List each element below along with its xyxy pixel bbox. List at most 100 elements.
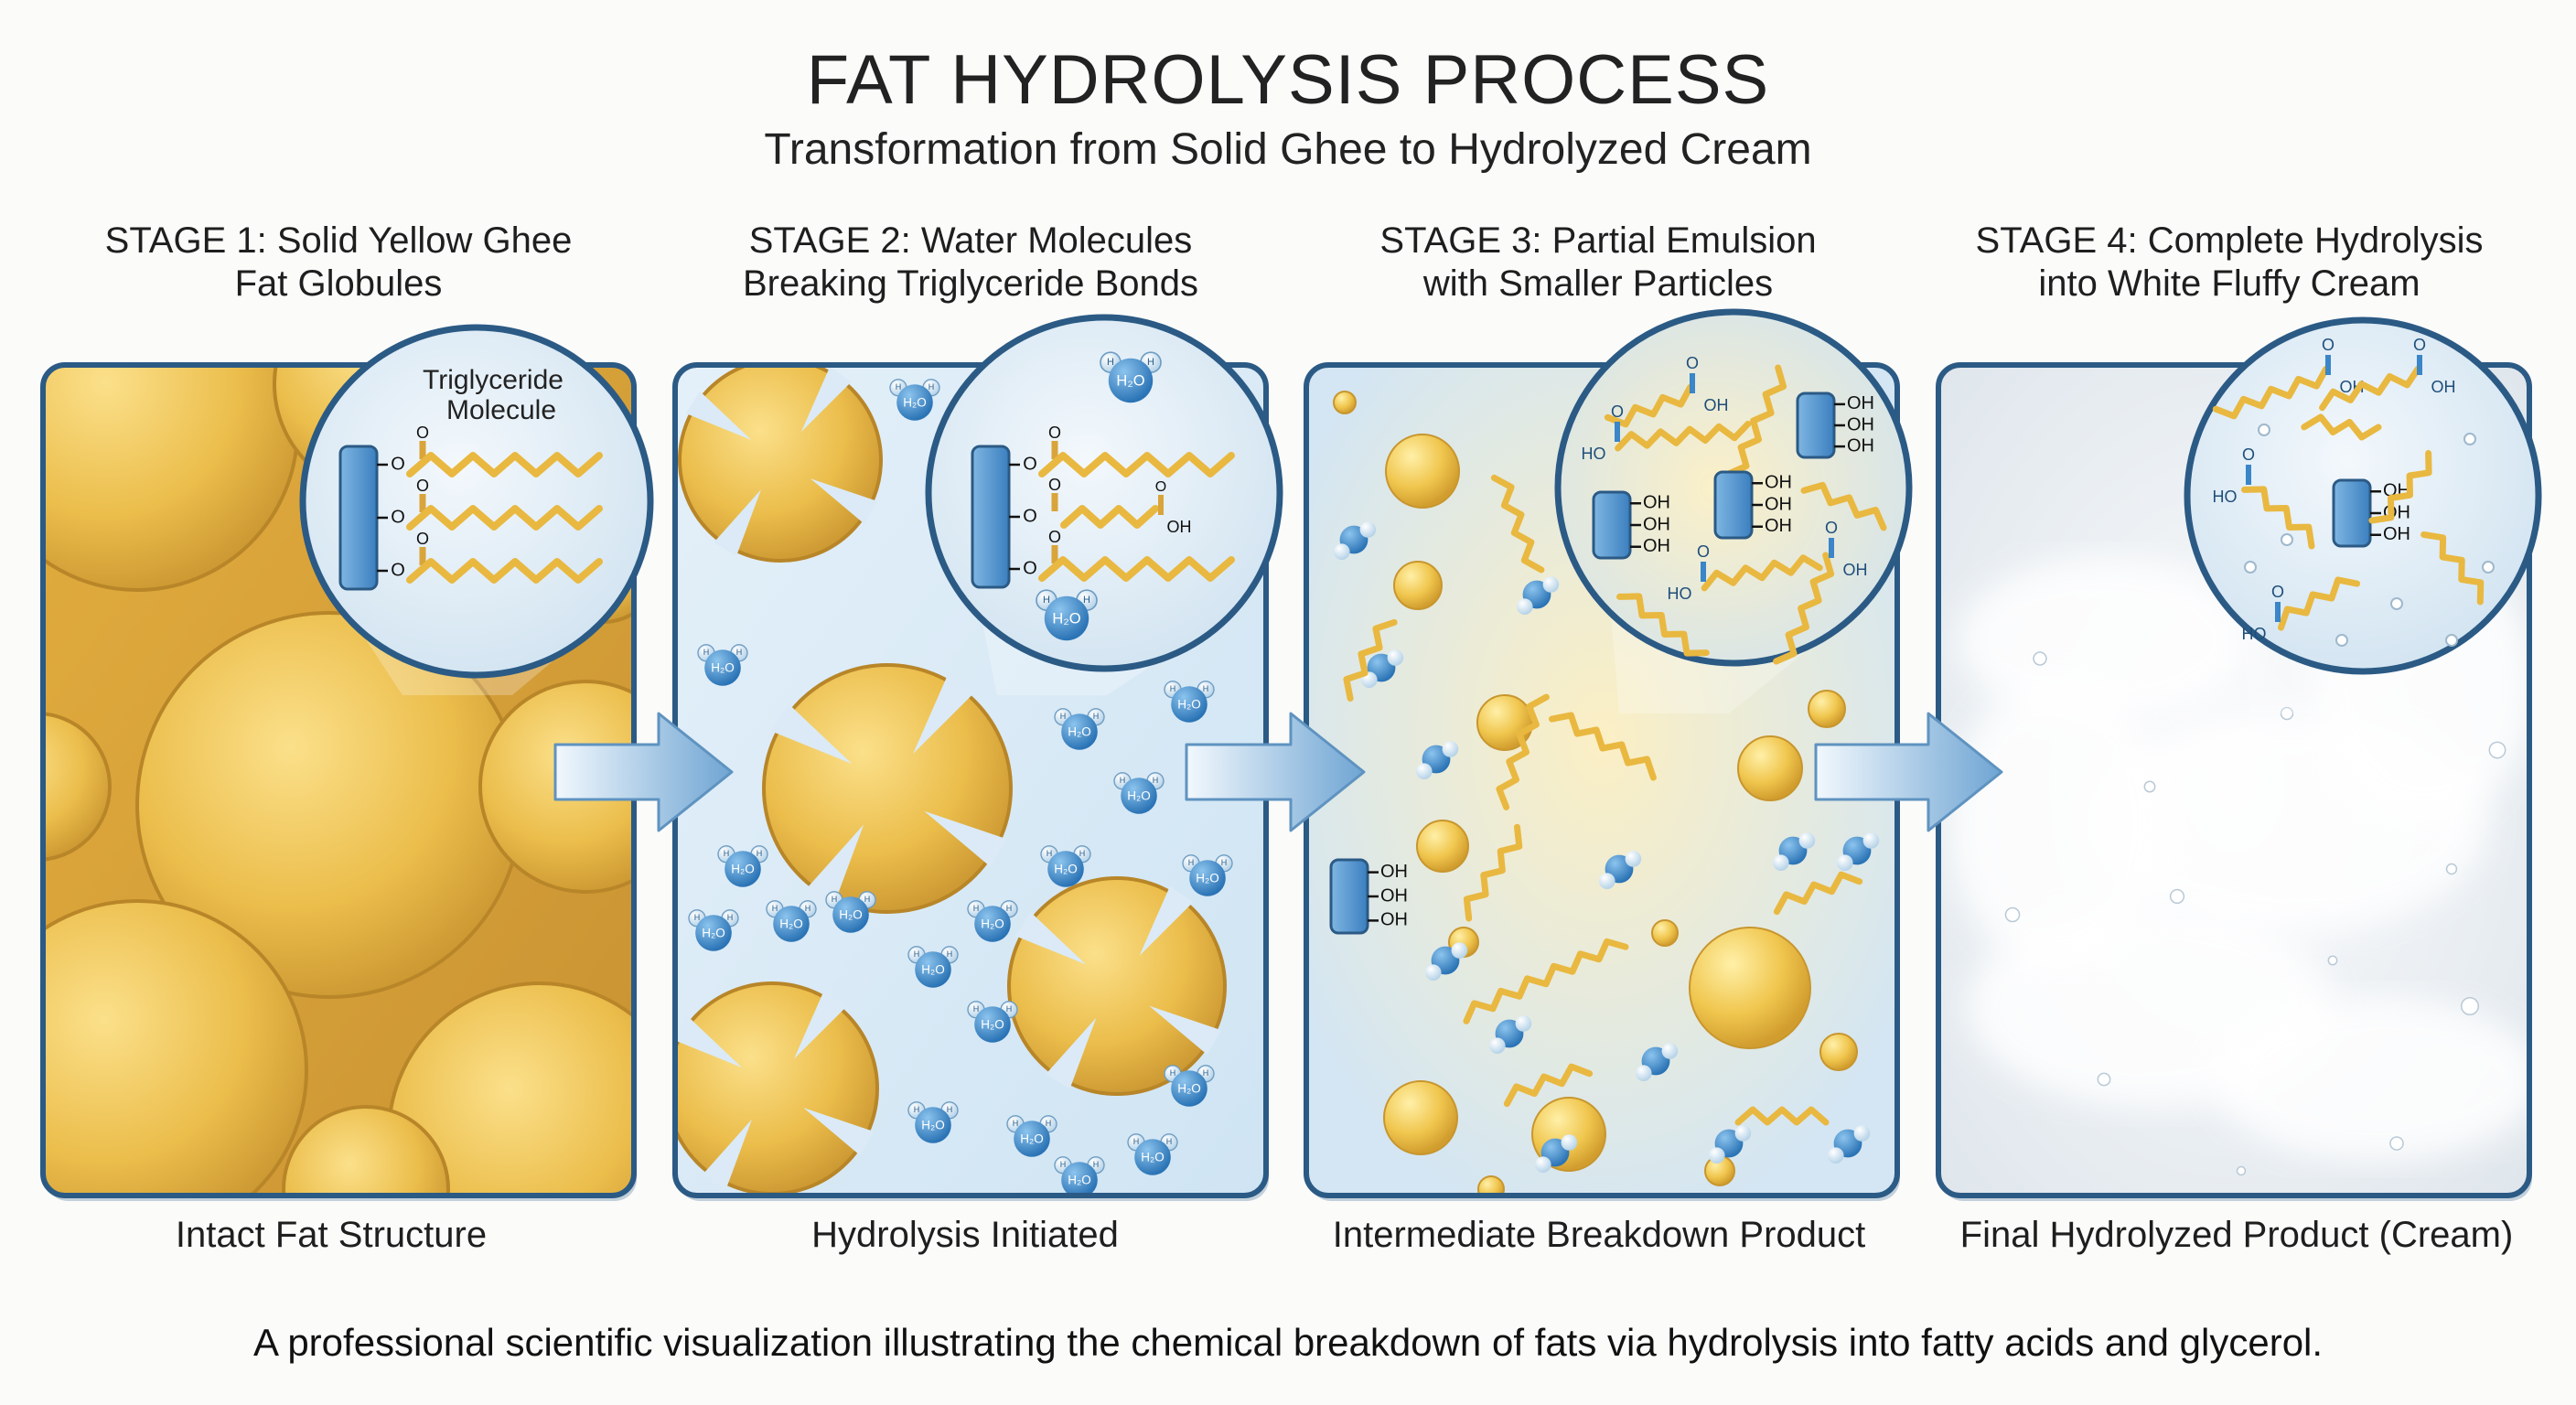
hydrogen-atom bbox=[1661, 1043, 1679, 1059]
hydrogen-label: H bbox=[947, 1105, 953, 1114]
hydrogen-atom bbox=[1489, 1037, 1506, 1054]
fat-droplet-icon bbox=[1737, 735, 1803, 801]
oxygen-label: O bbox=[1023, 558, 1037, 578]
water-molecule-icon bbox=[1535, 1134, 1578, 1173]
fatty-acid-chain-icon bbox=[2301, 413, 2382, 441]
water-molecule-icon bbox=[1416, 741, 1459, 779]
fatty-acid-chain-icon bbox=[1701, 554, 1823, 592]
air-bubble-icon bbox=[2244, 561, 2257, 574]
air-bubble-icon bbox=[2335, 634, 2348, 647]
water-label: H₂O bbox=[921, 962, 945, 976]
hydrogen-label: H bbox=[1046, 849, 1053, 858]
oxygen-atom bbox=[1134, 1139, 1171, 1175]
oxygen-atom bbox=[1121, 778, 1157, 814]
air-bubble-icon bbox=[2460, 996, 2480, 1016]
glycerol-icon bbox=[1329, 858, 1369, 935]
stage-3-caption: Intermediate Breakdown Product bbox=[1332, 1215, 1866, 1255]
hydrogen-label: H bbox=[1043, 595, 1050, 606]
oxygen-atom bbox=[915, 1107, 951, 1143]
oxygen-atom bbox=[1047, 851, 1084, 887]
oxygen-atom bbox=[1061, 713, 1098, 750]
fat-droplet-icon bbox=[1333, 391, 1357, 414]
water-label: H₂O bbox=[1196, 871, 1219, 885]
hydrogen-atom bbox=[1734, 1125, 1752, 1142]
fatty-acid-chain-icon bbox=[1496, 693, 1550, 810]
magnifier-title-line2: Molecule bbox=[446, 395, 556, 425]
broken-globule bbox=[678, 365, 883, 563]
hydroxyl-label: OH bbox=[1843, 561, 1868, 579]
fatty-acid-chain-icon bbox=[2278, 576, 2361, 631]
hydrogen-label: H bbox=[914, 949, 920, 959]
oxygen-atom bbox=[1171, 1070, 1208, 1107]
oxygen-label: O bbox=[416, 530, 429, 548]
hydroxyl-label: OH bbox=[1643, 536, 1670, 556]
crack bbox=[803, 1108, 875, 1156]
air-bubble-icon bbox=[2463, 433, 2476, 445]
fatty-acid-chain-icon bbox=[1463, 823, 1523, 922]
fatty-acid-chain-icon bbox=[1490, 474, 1545, 574]
crack bbox=[805, 824, 864, 906]
hydroxyl-label: OH bbox=[1380, 862, 1408, 882]
water-label: H₂O bbox=[1141, 1150, 1165, 1164]
crack bbox=[714, 489, 761, 557]
air-bubble-icon bbox=[2280, 706, 2294, 721]
oxygen-label: O bbox=[2242, 445, 2255, 464]
hydroxyl-label: OH bbox=[1167, 518, 1192, 536]
fatty-acid-chain-icon bbox=[1725, 364, 1787, 477]
fatty-acid-chain-icon bbox=[1616, 593, 1710, 657]
fatty-acid-chain-icon bbox=[2368, 450, 2432, 524]
hydrogen-atom bbox=[1425, 964, 1442, 981]
fat-globule-icon bbox=[675, 981, 879, 1196]
water-label: H₂O bbox=[839, 907, 863, 921]
stage-1-caption: Intact Fat Structure bbox=[175, 1215, 488, 1255]
stage-2-heading-line1: STAGE 2: Water Molecules bbox=[748, 220, 1193, 261]
hydrogen-atom bbox=[1862, 832, 1880, 849]
oxygen-atom bbox=[1108, 358, 1154, 403]
oxygen-atom bbox=[832, 896, 869, 933]
hydroxyl-label: HO bbox=[2242, 625, 2267, 643]
water-molecule-icon bbox=[1773, 832, 1816, 871]
hydrogen-atom bbox=[1416, 763, 1433, 779]
water-label: H₂O bbox=[981, 917, 1004, 930]
air-bubble-icon bbox=[2445, 863, 2458, 875]
crack bbox=[793, 991, 847, 1059]
hydrogen-label: H bbox=[973, 1004, 980, 1014]
hydrogen-label: H bbox=[1006, 1004, 1013, 1014]
crack bbox=[1149, 1005, 1222, 1055]
hydrogen-label: H bbox=[1170, 684, 1176, 693]
broken-globule bbox=[1007, 876, 1227, 1096]
oxygen-atom bbox=[915, 951, 951, 988]
fatty-acid-chain-icon bbox=[2319, 365, 2421, 412]
oxygen-label: O bbox=[2413, 336, 2426, 354]
fatty-acid-chain-icon bbox=[1773, 871, 1863, 916]
oxygen-label: O bbox=[1048, 528, 1061, 546]
hydrogen-label: H bbox=[1221, 858, 1228, 867]
hydroxyl-label: OH bbox=[1643, 514, 1670, 534]
hydrogen-atom bbox=[1542, 576, 1560, 593]
hydrogen-atom bbox=[1517, 598, 1533, 615]
hydrogen-label: H bbox=[1060, 1160, 1067, 1169]
hydroxyl-label: OH bbox=[1380, 885, 1408, 906]
oxygen-atom bbox=[724, 851, 761, 887]
water-label: H₂O bbox=[1052, 610, 1080, 627]
oxygen-label: O bbox=[416, 477, 429, 495]
hydroxyl-label: OH bbox=[2383, 524, 2410, 544]
air-bubble-icon bbox=[2258, 424, 2270, 436]
stage-4-caption: Final Hydrolyzed Product (Cream) bbox=[1959, 1215, 2514, 1255]
oxygen-atom bbox=[1061, 1162, 1098, 1196]
fatty-acid-chain-icon bbox=[1604, 383, 1694, 428]
fatty-acid-chain-icon bbox=[1060, 505, 1159, 529]
hydrogen-atom bbox=[1561, 1134, 1578, 1151]
hydrogen-atom bbox=[1773, 854, 1789, 871]
stage-4-heading-line1: STAGE 4: Complete Hydrolysis bbox=[1975, 220, 2484, 261]
oxygen-label: O bbox=[391, 454, 405, 474]
water-label: H₂O bbox=[1177, 1081, 1201, 1095]
